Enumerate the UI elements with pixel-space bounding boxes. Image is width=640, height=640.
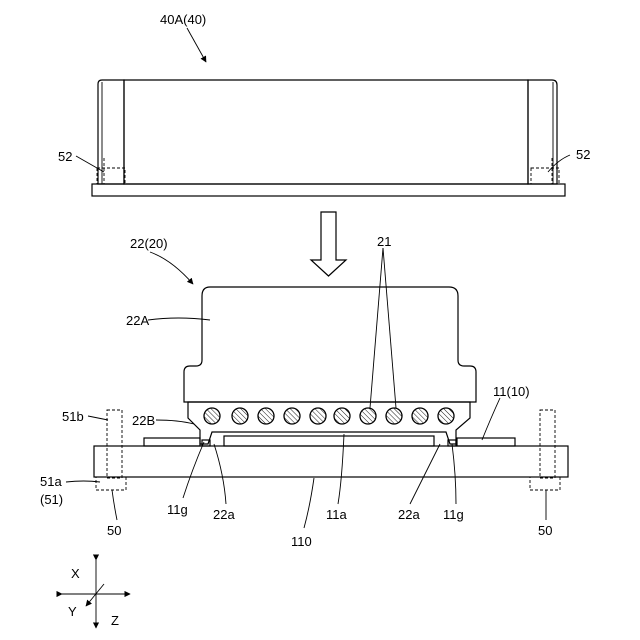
- wire: [258, 408, 274, 424]
- label-holder-upper: 22A: [126, 313, 149, 328]
- axis-indicator: X Y Z: [62, 560, 130, 628]
- label-pin-lower-left: 51a: [40, 474, 62, 489]
- axis-z-label: Z: [111, 613, 119, 628]
- wire: [412, 408, 428, 424]
- pin-right: [530, 410, 560, 490]
- press-direction-arrow: [311, 212, 346, 276]
- label-press-member: 40A(40): [160, 12, 206, 27]
- substrate: [94, 436, 568, 477]
- label-pin-group-left: (51): [40, 492, 63, 507]
- label-pad: 11a: [326, 507, 347, 522]
- press-member: [92, 80, 565, 196]
- wire: [438, 408, 454, 424]
- label-base-stage: 110: [291, 534, 312, 549]
- label-groove-left: 11g: [167, 502, 188, 517]
- pin-left: [96, 410, 126, 490]
- wire: [284, 408, 300, 424]
- label-press-pin-left: 52: [58, 149, 72, 164]
- label-protrusion-left: 22a: [213, 507, 235, 522]
- label-protrusion-right: 22a: [398, 507, 420, 522]
- wire: [360, 408, 376, 424]
- holder-upper: [184, 287, 476, 402]
- label-wires: 21: [377, 234, 391, 249]
- label-groove-right: 11g: [443, 507, 464, 522]
- label-holder-lower: 22B: [132, 413, 155, 428]
- wire: [386, 408, 402, 424]
- axis-y-label: Y: [68, 604, 77, 619]
- wire: [204, 408, 220, 424]
- label-support-left: 50: [107, 523, 121, 538]
- label-substrate: 11(10): [493, 384, 530, 399]
- label-holder-assembly: 22(20): [130, 236, 168, 251]
- axis-x-label: X: [71, 566, 80, 581]
- wire: [232, 408, 248, 424]
- wire: [310, 408, 326, 424]
- wire-row: [204, 408, 454, 424]
- leader-lines: [66, 28, 570, 528]
- holder-lower: [188, 402, 470, 444]
- label-press-pin-right: 52: [576, 147, 590, 162]
- wire: [334, 408, 350, 424]
- label-support-right: 50: [538, 523, 552, 538]
- label-pin-upper-left: 51b: [62, 409, 84, 424]
